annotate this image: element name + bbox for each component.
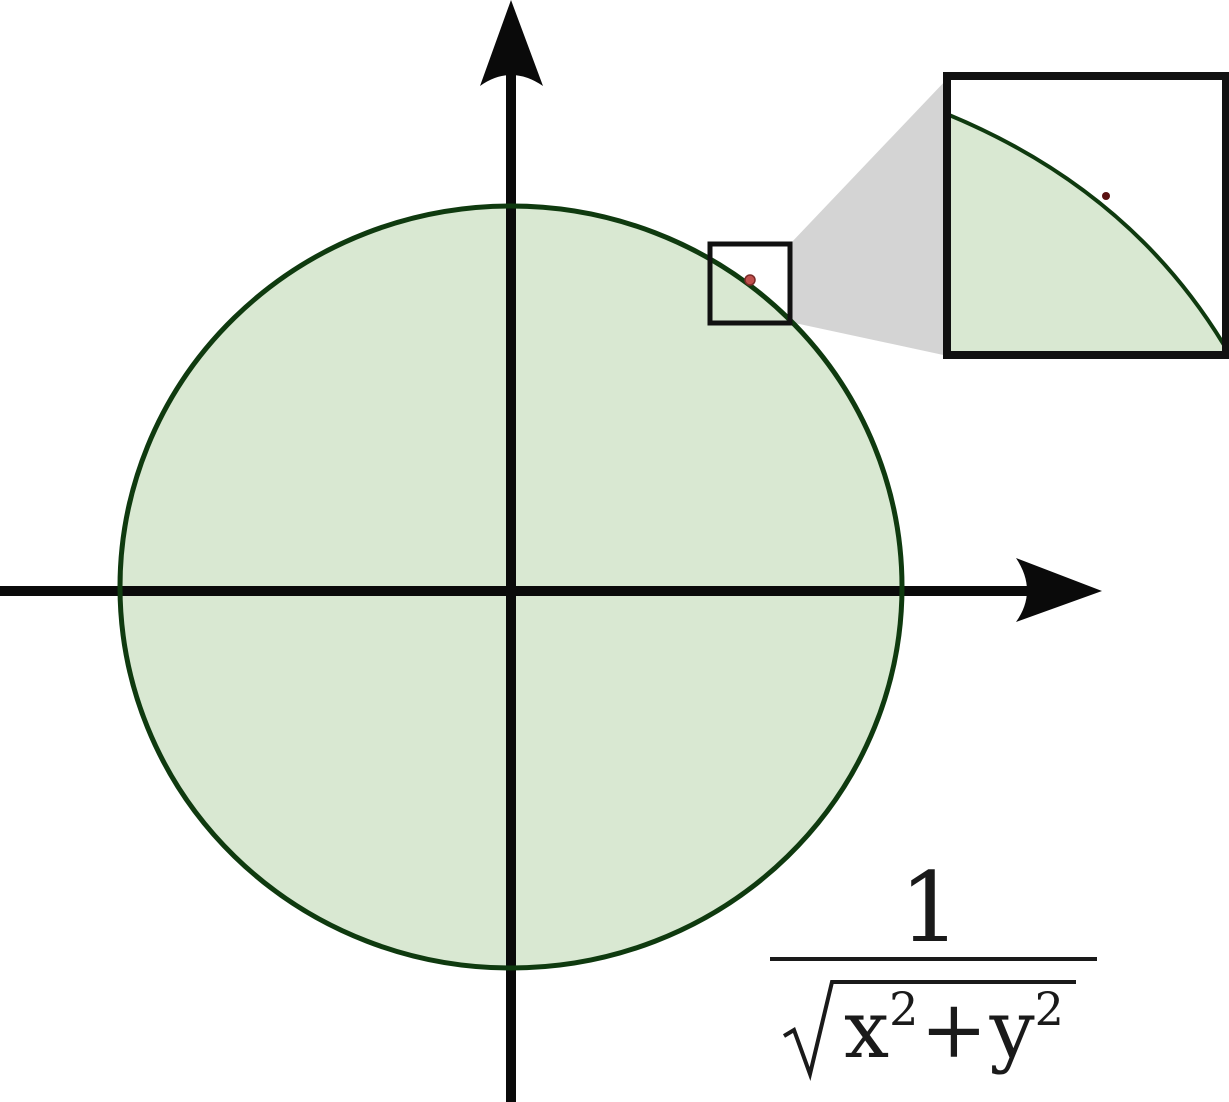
inset-circle-arc: [949, 113, 1224, 347]
inset-highlighted-point: [1102, 192, 1110, 200]
highlighted-point-icon: [744, 274, 756, 286]
formula-radicand: x2+y2: [844, 982, 1064, 1078]
radicand-x: x: [844, 983, 890, 1076]
circle-boundary: [117, 203, 905, 971]
radicand-plus: +: [920, 983, 988, 1076]
inset-disk-region: [949, 115, 1224, 353]
radical-sign-icon: [782, 980, 1076, 1081]
zoom-frame-icon: [707, 241, 793, 326]
radicand-y-exponent: 2: [1034, 982, 1064, 1037]
inset-view: [949, 78, 1224, 353]
formula-numerator: 1: [899, 852, 961, 964]
radicand-x-exponent: 2: [889, 982, 919, 1037]
fraction-bar: [770, 957, 1097, 961]
y-axis-arrow-icon: [480, 0, 543, 86]
formula: 1 x2+y2: [760, 860, 1110, 1100]
x-axis-arrow-icon: [1016, 558, 1102, 622]
inset-frame: [943, 72, 1229, 359]
radicand-y: y: [989, 983, 1035, 1076]
zoom-callout-shade: [790, 78, 948, 356]
